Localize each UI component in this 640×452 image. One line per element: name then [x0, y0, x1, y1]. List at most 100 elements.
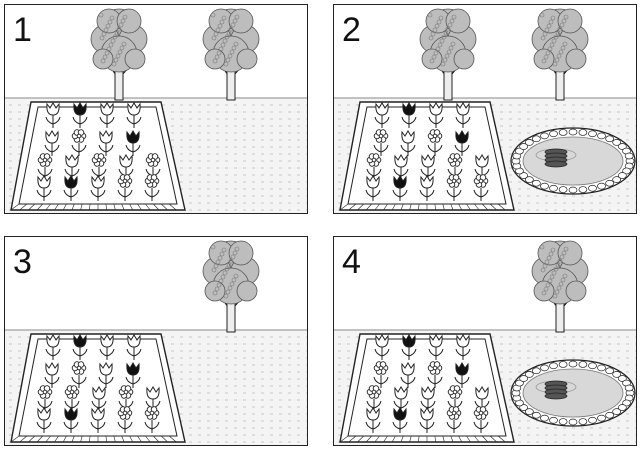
brick-line — [374, 435, 380, 443]
tree-leaf — [545, 282, 551, 288]
tree-leaf — [428, 35, 434, 41]
pond-stone — [578, 361, 588, 368]
flower-stem — [446, 420, 462, 433]
black-tulip-icon — [402, 334, 416, 348]
pond-stone — [524, 408, 534, 415]
tree-leaf — [432, 27, 438, 33]
tulip-icon — [375, 334, 389, 348]
pond-stone — [540, 364, 549, 372]
pond-stone — [549, 130, 558, 138]
brick-line — [418, 435, 420, 443]
tulip-icon — [456, 102, 470, 116]
flowerbed-inner — [347, 338, 507, 437]
panel-number: 1 — [13, 11, 32, 49]
tulip-stem — [454, 374, 470, 388]
pond-stone — [618, 143, 627, 150]
tree-leaf — [563, 14, 569, 20]
brick-line — [466, 203, 471, 211]
flower-stem — [427, 375, 443, 388]
brick-line — [113, 203, 116, 211]
tree-icon — [202, 8, 260, 101]
tulip-icon — [45, 362, 59, 376]
tree-leaf — [233, 41, 239, 47]
brick-line — [383, 435, 388, 443]
tree-leaf — [553, 34, 559, 40]
flower-stem — [71, 375, 87, 388]
tulip-stem — [44, 142, 60, 156]
tree-leaf — [542, 31, 548, 37]
brick-line — [145, 203, 151, 211]
tree-leaf — [222, 38, 228, 44]
tulip-icon — [429, 102, 443, 116]
tree-leaf — [224, 34, 230, 40]
tree-foliage — [445, 8, 471, 34]
tree-foliage — [453, 48, 475, 70]
brick-line — [474, 435, 480, 443]
tree-leaf — [103, 27, 109, 33]
pond-stone — [578, 418, 588, 425]
tree-leaf — [448, 45, 454, 51]
flower-icon — [371, 389, 377, 395]
tree-leaf — [546, 23, 552, 29]
tree-leaf — [109, 15, 115, 21]
brick-line — [137, 435, 142, 443]
tree-leaf — [107, 19, 113, 25]
brick-line — [409, 203, 412, 211]
tulip-icon — [401, 362, 415, 376]
tulip-icon — [99, 362, 113, 376]
flower-stem — [144, 188, 160, 201]
brick-line — [374, 203, 380, 211]
tree-leaf — [545, 50, 551, 56]
tulip-stem — [374, 346, 390, 360]
pond-stone — [549, 362, 558, 370]
tree-leaf — [439, 38, 445, 44]
flower-icon — [478, 178, 484, 184]
panel-number: 2 — [342, 11, 361, 49]
tree-leaf — [541, 58, 547, 64]
tree-leaf — [121, 41, 127, 47]
pond-stone — [515, 147, 524, 155]
tree-leaf — [212, 290, 218, 296]
brick-line — [45, 203, 51, 211]
tree-leaf — [214, 54, 220, 60]
brick-line — [458, 435, 463, 443]
brick-line — [365, 435, 372, 443]
scene-3 — [5, 240, 307, 445]
brick-line — [348, 435, 357, 443]
tulip-stem — [63, 187, 79, 201]
tree-leaf — [213, 31, 219, 37]
pond-stone — [618, 172, 627, 179]
black-tulip-icon — [64, 407, 78, 421]
panel-1: 1 — [4, 4, 308, 214]
pond-water — [522, 368, 624, 418]
tree-leaf — [442, 57, 448, 63]
tree-leaf — [446, 49, 452, 55]
brick-line — [71, 203, 75, 211]
brick-line — [160, 203, 168, 211]
tree-leaf — [447, 22, 453, 28]
tree-leaf — [228, 258, 234, 264]
brick-line — [80, 435, 83, 443]
panel-number: 4 — [342, 243, 361, 281]
flower-icon — [432, 133, 438, 139]
tree-foliage — [124, 48, 146, 70]
pond-stone — [568, 128, 578, 136]
flower-icon — [122, 178, 128, 184]
brick-line — [442, 435, 445, 443]
flower-icon — [149, 178, 155, 184]
tree-leaf — [225, 57, 231, 63]
pond-stone — [558, 418, 568, 425]
brick-line — [121, 203, 125, 211]
tree-leaf — [445, 26, 451, 32]
tree-leaf — [118, 22, 124, 28]
brick-line — [391, 435, 396, 443]
tree-leaf — [544, 27, 550, 33]
flower-icon — [451, 178, 457, 184]
brick-line — [442, 203, 445, 211]
tree-foliage — [228, 8, 254, 34]
brick-line — [400, 203, 404, 211]
tulip-stem — [98, 374, 114, 388]
flowerbed — [10, 333, 186, 443]
tree-leaf — [115, 53, 121, 59]
tree-leaf — [551, 38, 557, 44]
